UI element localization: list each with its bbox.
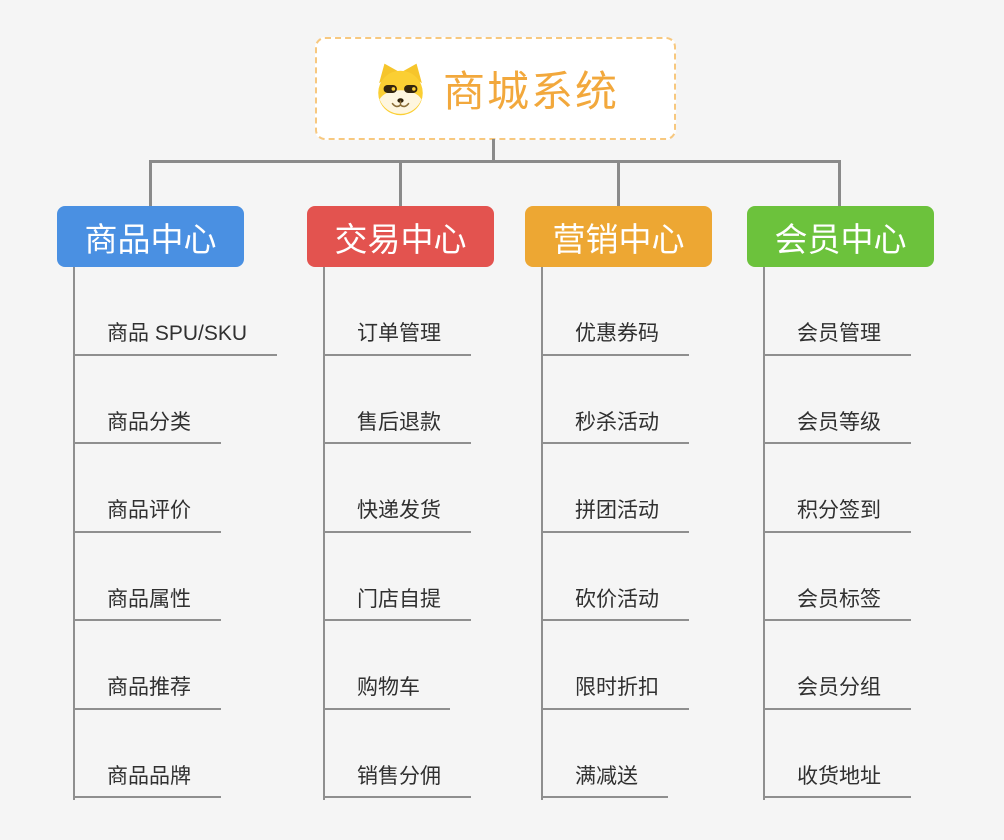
branch-spine-product-center [73,267,75,800]
leaf-node[interactable]: 商品 SPU/SKU [73,322,278,356]
leaf-node[interactable]: 满减送 [541,765,668,798]
connector-drop-product-center [149,160,152,206]
connector-drop-member-center [838,160,841,206]
connector-root-drop [492,139,495,163]
branch-label: 营销中心 [552,220,685,258]
branch-label: 交易中心 [334,220,467,258]
branch-items-marketing-center: 优惠券码 秒杀活动 拼团活动 砍价活动 限时折扣 满减送 [541,267,689,798]
connector-drop-marketing-center [617,160,620,206]
leaf-node[interactable]: 会员等级 [763,411,911,444]
branch-items-trade-center: 订单管理 售后退款 快递发货 门店自提 购物车 销售分佣 [323,267,471,798]
leaf-node[interactable]: 限时折扣 [541,676,689,710]
leaf-node[interactable]: 优惠券码 [541,322,689,356]
leaf-node[interactable]: 快递发货 [323,499,471,533]
branch-label: 商品中心 [84,220,217,258]
leaf-node[interactable]: 商品属性 [73,588,221,621]
leaf-node[interactable]: 秒杀活动 [541,411,689,444]
leaf-node[interactable]: 商品分类 [73,411,221,444]
leaf-node[interactable]: 会员分组 [763,676,911,710]
leaf-node[interactable]: 会员标签 [763,588,911,621]
branch-node-marketing-center[interactable]: 营销中心 [525,206,712,267]
leaf-node[interactable]: 订单管理 [323,322,471,356]
leaf-node[interactable]: 会员管理 [763,322,911,356]
branch-node-member-center[interactable]: 会员中心 [747,206,934,267]
branch-items-product-center: 商品 SPU/SKU 商品分类 商品评价 商品属性 商品推荐 商品品牌 [73,267,278,798]
leaf-node[interactable]: 销售分佣 [323,765,471,798]
branch-spine-trade-center [323,267,325,800]
leaf-node[interactable]: 积分签到 [763,499,911,533]
branch-label: 会员中心 [774,220,907,258]
branch-node-trade-center[interactable]: 交易中心 [307,206,494,267]
leaf-node[interactable]: 售后退款 [323,411,471,444]
dog-face-icon [378,63,423,116]
connector-drop-trade-center [399,160,402,206]
leaf-node[interactable]: 门店自提 [323,588,471,621]
branch-node-product-center[interactable]: 商品中心 [57,206,244,267]
leaf-node[interactable]: 拼团活动 [541,499,689,533]
connector-bus [149,160,841,163]
leaf-node[interactable]: 砍价活动 [541,588,689,621]
leaf-node[interactable]: 商品推荐 [73,676,221,710]
branch-items-member-center: 会员管理 会员等级 积分签到 会员标签 会员分组 收货地址 [763,267,911,798]
root-title: 商城系统 [442,68,619,115]
branch-spine-marketing-center [541,267,543,800]
leaf-node[interactable]: 商品品牌 [73,765,221,798]
leaf-node[interactable]: 商品评价 [73,499,221,533]
leaf-node[interactable]: 购物车 [323,676,450,710]
root-node[interactable]: 商城系统 [315,37,676,140]
leaf-node[interactable]: 收货地址 [763,765,911,798]
branch-spine-member-center [763,267,765,800]
